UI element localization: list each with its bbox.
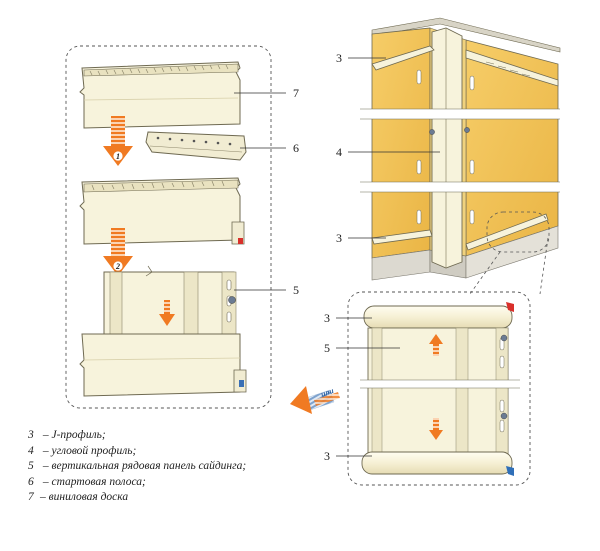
callout-3-bottom: 3 — [336, 231, 342, 245]
orange-down-arrow-left — [159, 300, 175, 326]
legend-item: 4 – угловой профиль; — [28, 444, 137, 457]
callout-5-detail: 5 — [324, 341, 330, 355]
vinyl-board-top — [79, 61, 241, 129]
callout-3-top: 3 — [336, 51, 342, 65]
orange-down-arrow-detail — [429, 418, 443, 440]
callout-5-left: 5 — [293, 283, 299, 297]
cutaway-band-upper — [360, 109, 560, 119]
starter-strip — [145, 131, 247, 161]
callout-4: 4 — [336, 145, 342, 159]
vinyl-board-middle — [79, 177, 245, 245]
left-dashed-frame — [65, 45, 272, 409]
legend-item: 7– виниловая доска — [28, 491, 129, 503]
vinyl-board-bottom — [79, 333, 247, 397]
callout-6: 6 — [293, 141, 299, 155]
legend-item: 6 – стартовая полоса; — [28, 475, 146, 488]
detail-dashed-frame — [347, 291, 531, 486]
detail-marker — [486, 211, 550, 253]
step-1-label: 1 — [116, 152, 120, 161]
orange-up-arrow-detail — [429, 334, 443, 356]
detail-cutaway-band — [360, 380, 520, 388]
or-arrow: или — [290, 386, 340, 414]
or-label: или — [320, 388, 335, 399]
legend-item: 3 – J-профиль; — [28, 429, 106, 441]
legend: 3 – J-профиль; 4 – угловой профиль; 5 – … — [28, 428, 246, 506]
step-2-arrow: 2 — [103, 228, 133, 276]
callout-3-detail-bottom: 3 — [324, 449, 330, 463]
detail-jprofile-bottom — [361, 451, 514, 476]
step-1-arrow: 1 — [103, 116, 133, 166]
corner-wall-illustration — [371, 17, 561, 281]
step-2-label: 2 — [115, 262, 120, 271]
callout-3-detail-top: 3 — [324, 311, 330, 325]
vertical-panel-left — [103, 265, 237, 335]
cutaway-band-lower — [360, 182, 560, 192]
callout-7: 7 — [293, 86, 299, 100]
detail-connector — [469, 251, 501, 295]
legend-item: 5 – вертикальная рядовая панель сайдинга… — [28, 460, 247, 472]
detail-jprofile-top — [363, 302, 514, 329]
